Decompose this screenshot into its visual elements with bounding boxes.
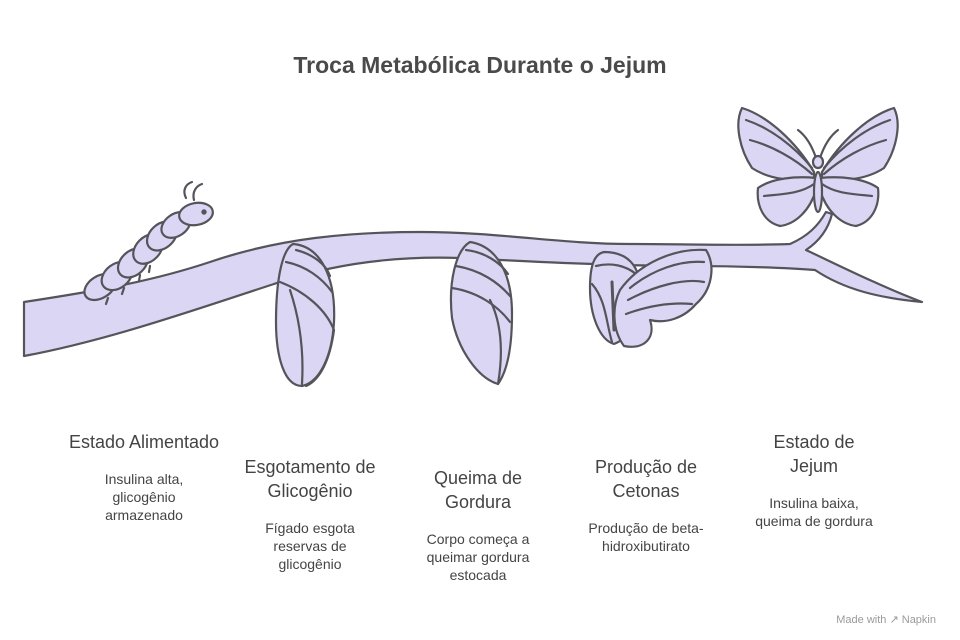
caterpillar [83,180,214,306]
stage-title: Estado Alimentado [68,432,220,452]
stage-description: Produção de beta-hidroxibutirato [588,520,704,554]
stage-fat-burning: Queima de Gordura Corpo começa a queimar… [398,466,558,584]
stage-description: Fígado esgota reservas de glicogênio [265,520,355,572]
stage-glycogen-depletion: Esgotamento de Glicogênio Fígado esgota … [230,455,390,573]
tree-branch [22,210,924,358]
chrysalis-2 [449,240,514,386]
stage-description: Insulina alta, glicogênio armazenado [104,471,184,523]
stage-title: Estado de Jejum [773,432,855,476]
stage-description: Corpo começa a queimar gordura estocada [426,531,530,583]
chrysalis-1 [274,242,336,388]
stage-title: Esgotamento de Glicogênio [244,457,376,501]
footer-brand: Napkin [901,614,936,626]
butterfly [737,106,899,228]
stage-description: Insulina baixa, queima de gordura [755,495,873,529]
diagram-title: Troca Metabólica Durante o Jejum [293,52,667,78]
stage-fasting-state: Estado de Jejum Insulina baixa, queima d… [734,430,894,530]
stage-fed-state: Estado Alimentado Insulina alta, glicogê… [64,430,224,524]
footer-label: Made with [836,614,887,626]
stage-title: Produção de Cetonas [594,457,698,501]
napkin-logo-icon: ↗ [889,614,899,626]
emerging-butterfly [588,248,713,348]
stage-title: Queima de Gordura [433,468,523,512]
made-with-napkin-footer: Made with ↗ Napkin [836,613,936,626]
stage-ketone-production: Produção de Cetonas Produção de beta-hid… [566,455,726,555]
